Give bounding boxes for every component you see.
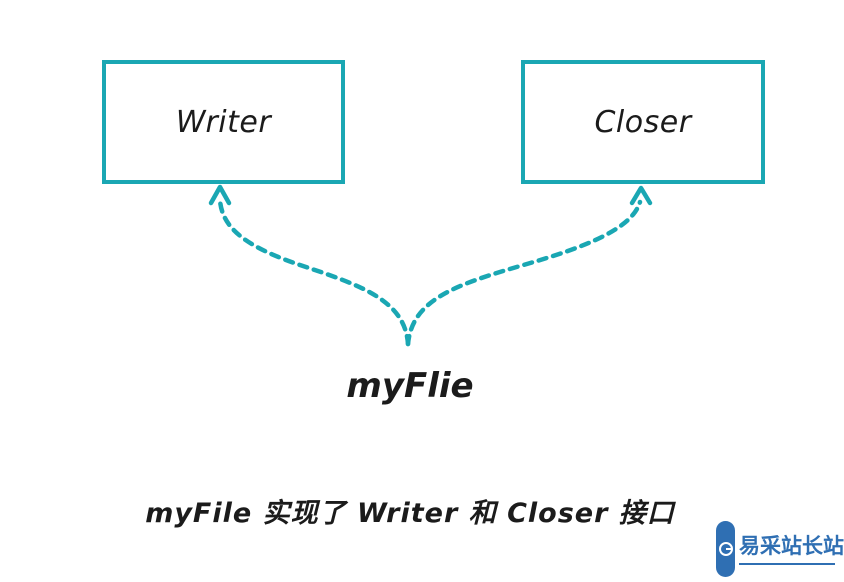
writer-label: Writer — [175, 104, 272, 140]
watermark-text: 易采站长站 — [739, 534, 844, 558]
implementer-label: myFlie — [346, 366, 474, 406]
watermark-rule — [739, 563, 835, 565]
diagram-caption: myFile 实现了 Writer 和 Closer 接口 — [145, 498, 675, 529]
arrow-to-closer — [405, 199, 643, 347]
arrowhead-closer — [629, 185, 653, 206]
site-watermark: 易采站长站 — [716, 516, 844, 582]
arrowhead-writer — [208, 184, 232, 206]
arrow-to-writer — [217, 197, 411, 347]
closer-label: Closer — [594, 104, 692, 140]
writer-interface-box: Writer — [102, 60, 345, 184]
closer-interface-box: Closer — [521, 60, 765, 184]
watermark-logo-icon — [716, 521, 735, 577]
